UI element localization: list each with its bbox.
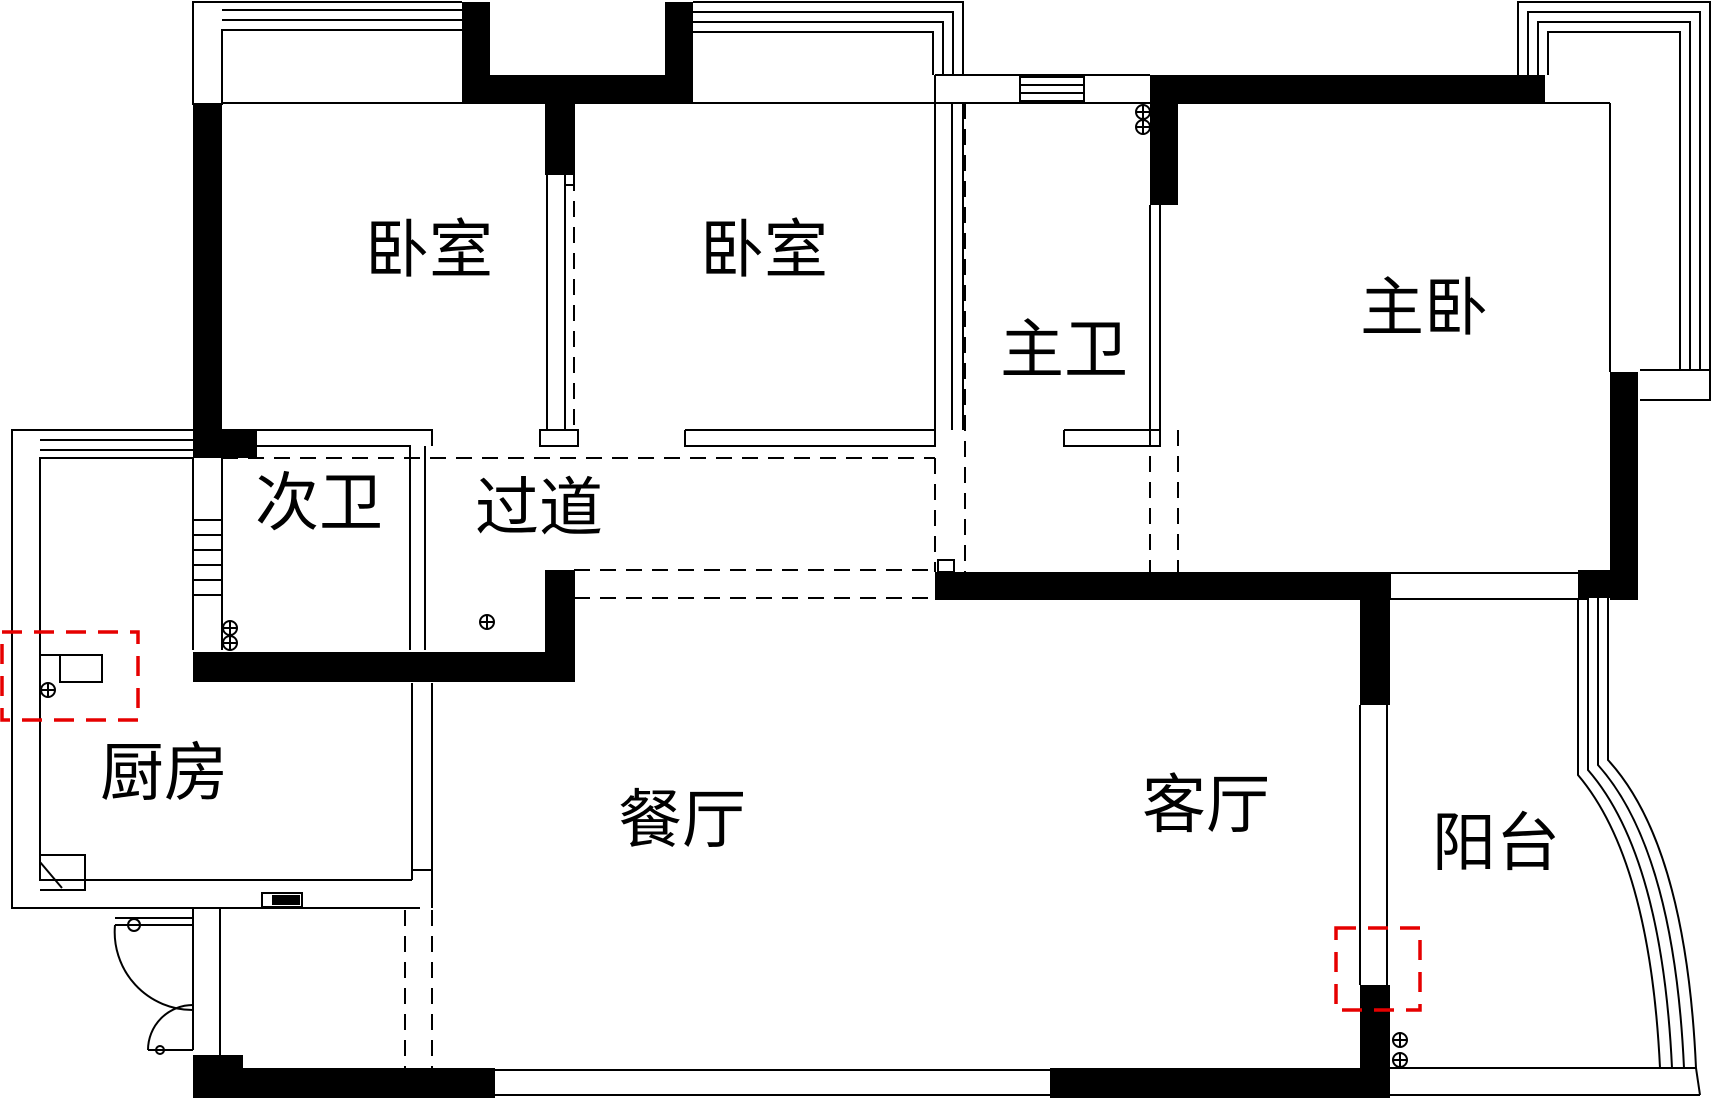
dashed-lines — [222, 103, 1179, 1068]
pipe-icon — [40, 682, 56, 698]
balcony-wall-highlight-box — [1334, 926, 1422, 1012]
room-label-master-bath: 主卫 — [1000, 314, 1128, 388]
room-label-corridor: 过道 — [475, 472, 603, 546]
walls — [193, 2, 1638, 1098]
pipe-icon — [1392, 1032, 1408, 1048]
pipe-icon — [222, 635, 238, 651]
room-label-bedroom-1: 卧室 — [365, 214, 493, 288]
pipe-icon — [1135, 119, 1151, 135]
room-label-dining-room: 餐厅 — [618, 784, 746, 858]
room-label-bedroom-2: 卧室 — [700, 214, 828, 288]
kitchen-highlight-box — [0, 630, 140, 722]
room-label-second-bath: 次卫 — [255, 467, 383, 541]
pipe-icon — [1392, 1052, 1408, 1068]
room-label-master-bedroom: 主卧 — [1360, 272, 1488, 346]
room-label-kitchen: 厨房 — [100, 737, 228, 811]
floor-drain-icon — [479, 614, 495, 630]
pipe-icon — [222, 620, 238, 636]
outline-lines — [11, 1, 1711, 1096]
pipe-icon — [1135, 104, 1151, 120]
room-label-balcony: 阳台 — [1432, 807, 1560, 881]
room-label-living-room: 客厅 — [1142, 769, 1270, 843]
